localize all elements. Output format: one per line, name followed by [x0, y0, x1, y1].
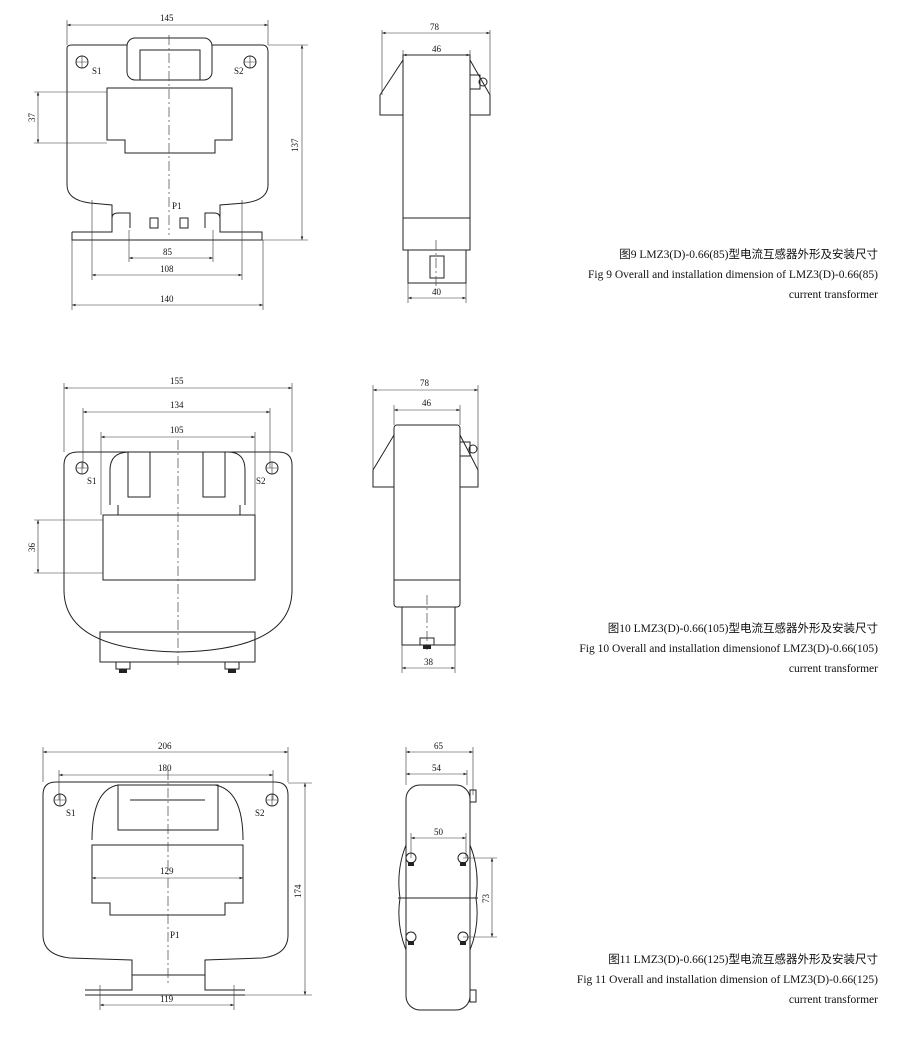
dim-37: 37: [27, 113, 37, 123]
bolt-icon: [405, 931, 417, 945]
caption-cn: 图9 LMZ3(D)-0.66(85)型电流互感器外形及安装尺寸: [619, 247, 878, 261]
dim-155: 155: [170, 376, 184, 386]
dim-36: 36: [27, 543, 37, 553]
dim-129: 129: [160, 866, 174, 876]
screw-icon: [115, 661, 131, 673]
dim-78: 78: [420, 378, 430, 388]
dim-108: 108: [160, 264, 174, 274]
fig9-side-view: 78 46 40: [379, 22, 491, 303]
s2-terminal-icon: [243, 55, 257, 69]
dim-180: 180: [158, 763, 172, 773]
s1-terminal-icon: [75, 55, 89, 69]
terminal-screw-icon: [459, 441, 478, 457]
fig10-side-view: 78 46 38: [372, 378, 479, 673]
caption-en: Fig 11 Overall and installation dimensio…: [577, 974, 878, 986]
dim-85: 85: [163, 247, 173, 257]
caption-en-2: current transformer: [789, 663, 878, 675]
fig11-front-view: S1 S2 P1 206 180 129 174 119: [42, 741, 312, 1010]
fig11-caption: 图11 LMZ3(D)-0.66(125)型电流互感器外形及安装尺寸 Fig 1…: [577, 952, 878, 1006]
dim-50: 50: [434, 827, 444, 837]
bolt-icon: [457, 931, 469, 945]
terminal-screw-icon: [469, 789, 477, 1003]
caption-cn: 图11 LMZ3(D)-0.66(125)型电流互感器外形及安装尺寸: [608, 952, 878, 966]
dim-73: 73: [481, 894, 491, 904]
s2-terminal-icon: [265, 793, 279, 807]
caption-en-2: current transformer: [789, 289, 878, 301]
caption-en: Fig 9 Overall and installation dimension…: [588, 269, 878, 281]
dim-46: 46: [422, 398, 432, 408]
terminal-screw-icon: [469, 74, 488, 90]
s2-label: S2: [234, 66, 244, 76]
s1-label: S1: [92, 66, 102, 76]
dim-78: 78: [430, 22, 440, 32]
dim-145: 145: [160, 13, 174, 23]
fig11-side-view: 65 54 50 73: [398, 741, 497, 1011]
s2-label: S2: [256, 476, 266, 486]
dim-105: 105: [170, 425, 184, 435]
s1-terminal-icon: [53, 793, 67, 807]
fig9-caption: 图9 LMZ3(D)-0.66(85)型电流互感器外形及安装尺寸 Fig 9 O…: [588, 247, 878, 301]
dim-174: 174: [293, 884, 303, 898]
dim-206: 206: [158, 741, 172, 751]
s1-terminal-icon: [75, 461, 89, 475]
p1-label: P1: [172, 201, 182, 211]
s2-label: S2: [255, 808, 265, 818]
dim-137: 137: [290, 138, 300, 152]
dim-40: 40: [432, 287, 442, 297]
dim-54: 54: [432, 763, 442, 773]
dim-119: 119: [160, 994, 174, 1004]
s2-terminal-icon: [265, 461, 279, 475]
caption-en: Fig 10 Overall and installation dimensio…: [579, 643, 878, 655]
p1-label: P1: [170, 930, 180, 940]
s1-label: S1: [87, 476, 97, 486]
fig10-front-view: S1 S2 155 134 105 36: [27, 376, 293, 673]
caption-cn: 图10 LMZ3(D)-0.66(105)型电流互感器外形及安装尺寸: [608, 621, 878, 635]
dim-38: 38: [424, 657, 434, 667]
s1-label: S1: [66, 808, 76, 818]
dim-134: 134: [170, 400, 184, 410]
dim-46: 46: [432, 44, 442, 54]
fig9-front-view: S1 S2 P1 145 37 137 85 108 140: [27, 13, 308, 310]
screw-icon: [224, 661, 240, 673]
dim-65: 65: [434, 741, 444, 751]
fig10-caption: 图10 LMZ3(D)-0.66(105)型电流互感器外形及安装尺寸 Fig 1…: [579, 621, 878, 675]
bolt-icon: [457, 852, 469, 866]
caption-en-2: current transformer: [789, 994, 878, 1006]
dim-140: 140: [160, 294, 174, 304]
